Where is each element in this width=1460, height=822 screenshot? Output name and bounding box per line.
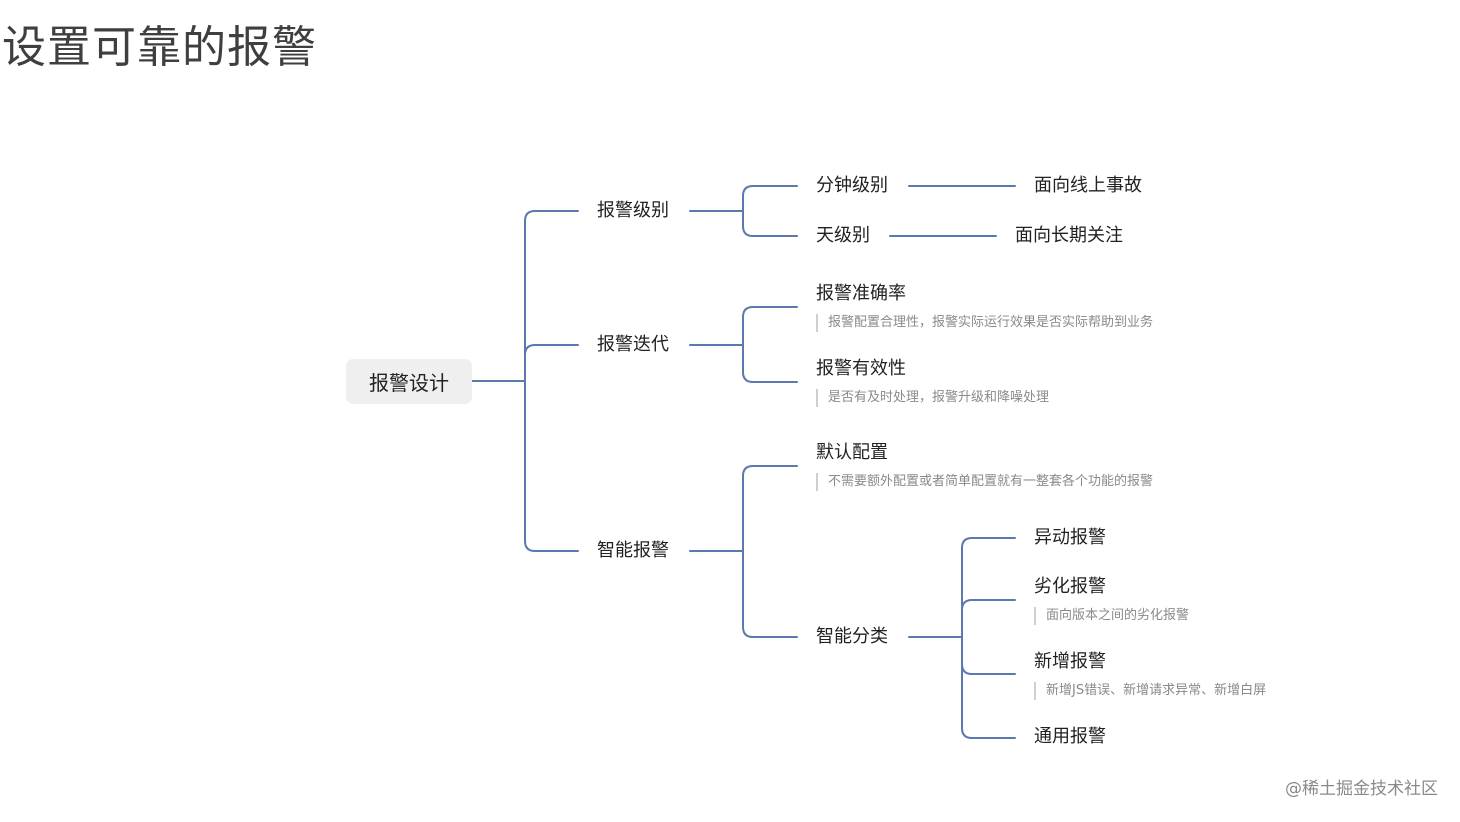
- connector-to-general-alert: [961, 727, 1016, 739]
- node-alert-accuracy[interactable]: 报警准确率: [816, 283, 906, 304]
- connector-to-anomaly-alert: [961, 537, 1016, 549]
- note-alert-accuracy: 报警配置合理性，报警实际运行效果是否实际帮助到业务: [816, 314, 1153, 332]
- node-alert-iteration[interactable]: 报警迭代: [597, 334, 669, 355]
- node-smart-alert[interactable]: 智能报警: [597, 540, 669, 561]
- page-title: 设置可靠的报警: [2, 22, 317, 73]
- node-smart-classify[interactable]: 智能分类: [816, 626, 888, 647]
- connector-to-default-config: [742, 465, 798, 477]
- node-anomaly-alert[interactable]: 异动报警: [1034, 527, 1106, 548]
- root-node-alert-design[interactable]: 报警设计: [346, 359, 472, 404]
- node-long-term-attention[interactable]: 面向长期关注: [1015, 225, 1123, 246]
- connector-to-degradation-alert: [961, 599, 1016, 611]
- connector-to-smart-classify: [742, 626, 798, 638]
- note-degradation-alert: 面向版本之间的劣化报警: [1034, 607, 1189, 625]
- connector-to-smart-alert: [524, 540, 579, 552]
- node-online-incident[interactable]: 面向线上事故: [1034, 175, 1142, 196]
- node-default-config[interactable]: 默认配置: [816, 442, 888, 463]
- connector-to-effectiveness: [742, 371, 798, 383]
- connector-to-alert-iteration: [524, 344, 579, 356]
- node-day-level[interactable]: 天级别: [816, 225, 870, 246]
- watermark: @稀土掘金技术社区: [1285, 779, 1438, 799]
- connector-to-alert-level: [524, 210, 579, 222]
- note-new-alert: 新增JS错误、新增请求异常、新增白屏: [1034, 682, 1266, 700]
- note-default-config: 不需要额外配置或者简单配置就有一整套各个功能的报警: [816, 473, 1153, 491]
- node-degradation-alert[interactable]: 劣化报警: [1034, 576, 1106, 597]
- node-general-alert[interactable]: 通用报警: [1034, 726, 1106, 747]
- note-alert-effectiveness: 是否有及时处理，报警升级和降噪处理: [816, 389, 1049, 407]
- node-alert-effectiveness[interactable]: 报警有效性: [816, 358, 906, 379]
- connector-to-minute-level: [742, 185, 798, 197]
- connector-to-day-level: [742, 225, 798, 237]
- connector-to-accuracy: [742, 306, 798, 318]
- connector-to-new-alert: [961, 663, 1016, 675]
- node-minute-level[interactable]: 分钟级别: [816, 175, 888, 196]
- node-alert-level[interactable]: 报警级别: [597, 200, 669, 221]
- node-new-alert[interactable]: 新增报警: [1034, 651, 1106, 672]
